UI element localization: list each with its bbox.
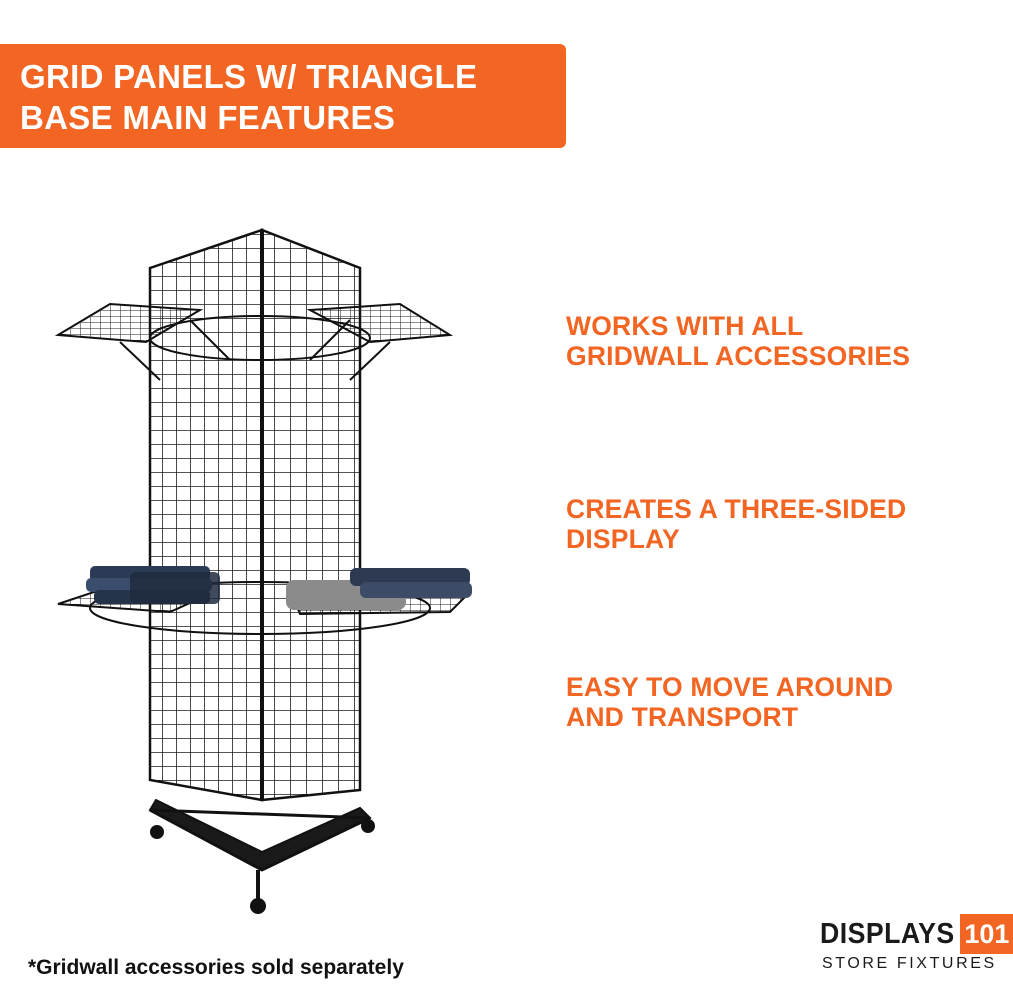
- top-shelf-right: [306, 302, 454, 344]
- grid-tower-product-image: [54, 228, 473, 914]
- footnote: *Gridwall accessories sold separately: [28, 956, 404, 979]
- header-title-line-2: BASE MAIN FEATURES: [20, 99, 396, 136]
- feature-three-sided: CREATES A THREE-SIDED DISPLAY: [566, 494, 986, 554]
- brand-subtitle: STORE FIXTURES: [822, 955, 997, 972]
- header-title-line-1: GRID PANELS W/ TRIANGLE: [20, 58, 478, 95]
- feature-3-line-1: EASY TO MOVE AROUND: [566, 672, 894, 702]
- header-banner: GRID PANELS W/ TRIANGLE BASE MAIN FEATUR…: [0, 44, 566, 148]
- feature-transport: EASY TO MOVE AROUND AND TRANSPORT: [566, 672, 986, 732]
- brand-number: 101: [960, 914, 1013, 954]
- top-shelf-left: [54, 302, 204, 344]
- feature-accessories: WORKS WITH ALL GRIDWALL ACCESSORIES: [566, 311, 986, 371]
- feature-1-line-2: GRIDWALL ACCESSORIES: [566, 341, 911, 371]
- feature-2-line-1: CREATES A THREE-SIDED: [566, 494, 907, 524]
- feature-2-line-2: DISPLAY: [566, 524, 680, 554]
- feature-1-line-1: WORKS WITH ALL: [566, 311, 804, 341]
- displays101-logo: DISPLAYS 101 STORE FIXTURES: [820, 910, 1013, 976]
- feature-3-line-2: AND TRANSPORT: [566, 702, 799, 732]
- brand-word: DISPLAYS: [820, 918, 955, 950]
